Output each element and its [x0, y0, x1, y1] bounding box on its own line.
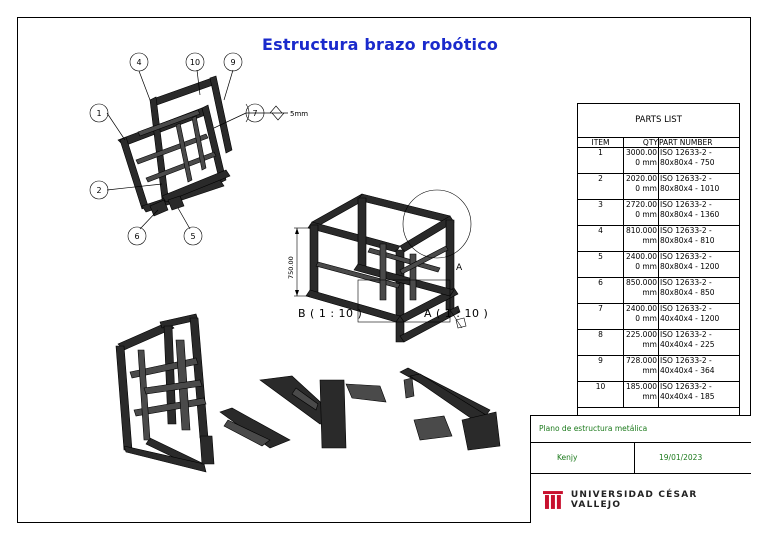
isometric-view-dimensioned: 750.00 A [287, 189, 472, 343]
dimension-value: 750.00 [287, 256, 295, 279]
balloon-1-label: 1 [96, 109, 101, 118]
isometric-view-main [117, 75, 233, 217]
cell-item: 2 [578, 173, 624, 200]
cell-qty: 2020.00 0 mm [623, 173, 659, 200]
cell-item: 9 [578, 355, 624, 382]
balloon-10 [185, 52, 205, 72]
cell-part-number: ISO 12633-2 - 80x80x4 - 750 [658, 147, 739, 174]
parts-list-header-row: ITEM QTY PART NUMBER [578, 138, 739, 148]
balloon-10-label: 10 [190, 58, 200, 67]
detail-b-boundary [357, 279, 451, 323]
balloon-6-label: 6 [134, 232, 139, 241]
title-block: Plano de estructura metálica Kenjy 19/01… [530, 415, 751, 523]
cell-qty: 810.000 mm [623, 225, 659, 252]
column-header-part-number: PART NUMBER [658, 138, 739, 148]
drawing-sheet-border [17, 17, 751, 523]
detail-fragments [219, 367, 501, 451]
cell-item: 1 [578, 147, 624, 174]
view-a-label: A ( 1 : 10 ) [424, 307, 488, 320]
cell-part-number: ISO 12633-2 - 40x40x4 - 185 [658, 381, 739, 408]
cell-part-number: ISO 12633-2 - 40x40x4 - 225 [658, 329, 739, 356]
cell-part-number: ISO 12633-2 - 80x80x4 - 1200 [658, 251, 739, 278]
view-b-label: B ( 1 : 10 ) [298, 307, 362, 320]
cell-item: 10 [578, 381, 624, 408]
balloon-9-label: 9 [230, 58, 235, 67]
weld-size-label: 5mm [290, 110, 308, 118]
cell-qty: 185.000 mm [623, 381, 659, 408]
cell-part-number: ISO 12633-2 - 40x40x4 - 364 [658, 355, 739, 382]
cell-qty: 225.000 mm [623, 329, 659, 356]
cell-item: 8 [578, 329, 624, 356]
cell-qty: 728.000 mm [623, 355, 659, 382]
cell-part-number: ISO 12633-2 - 80x80x4 - 1010 [658, 173, 739, 200]
balloon-9 [223, 52, 243, 72]
cell-item: 4 [578, 225, 624, 252]
detail-a-marker: A [456, 263, 463, 273]
balloon-4-label: 4 [136, 58, 141, 67]
cell-qty: 850.000 mm [623, 277, 659, 304]
balloon-7-label: 7 [252, 109, 257, 118]
isometric-view-bottom [115, 313, 215, 473]
cell-qty: 2400.00 0 mm [623, 251, 659, 278]
ucv-logo-icon [543, 491, 563, 509]
cell-part-number: ISO 12633-2 - 80x80x4 - 1360 [658, 199, 739, 226]
author-name: Kenjy [531, 443, 635, 473]
university-name: UNIVERSIDAD CÉSAR VALLEJO [570, 490, 698, 510]
cell-item: 3 [578, 199, 624, 226]
cell-item: 7 [578, 303, 624, 330]
title-block-info-row: Kenjy 19/01/2023 [531, 443, 751, 474]
column-header-item: ITEM [578, 138, 624, 148]
cell-qty: 3000.00 0 mm [623, 147, 659, 174]
drawing-date: 19/01/2023 [659, 453, 703, 462]
cell-part-number: ISO 12633-2 - 40x40x4 - 1200 [658, 303, 739, 330]
drawing-name: Plano de estructura metálica [531, 416, 751, 443]
detail-a-circle [402, 189, 472, 259]
balloon-5 [183, 226, 203, 246]
cell-qty: 2720.00 0 mm [623, 199, 659, 226]
drawing-title: Estructura brazo robótico [262, 35, 499, 54]
balloon-2-label: 2 [96, 186, 101, 195]
cell-item: 6 [578, 277, 624, 304]
cell-qty: 2400.00 0 mm [623, 303, 659, 330]
cell-part-number: ISO 12633-2 - 80x80x4 - 810 [658, 225, 739, 252]
column-header-qty: QTY [623, 138, 659, 148]
balloon-1 [89, 103, 109, 123]
balloon-4 [129, 52, 149, 72]
balloon-5-label: 5 [190, 232, 195, 241]
cell-item: 5 [578, 251, 624, 278]
balloon-6 [127, 226, 147, 246]
cell-part-number: ISO 12633-2 - 80x80x4 - 850 [658, 277, 739, 304]
university-banner: UNIVERSIDAD CÉSAR VALLEJO [531, 474, 751, 526]
balloon-callouts: 1 2 4 10 9 7 6 5 5mm [89, 52, 308, 246]
parts-list-title: PARTS LIST [578, 104, 739, 138]
balloon-2 [89, 180, 109, 200]
